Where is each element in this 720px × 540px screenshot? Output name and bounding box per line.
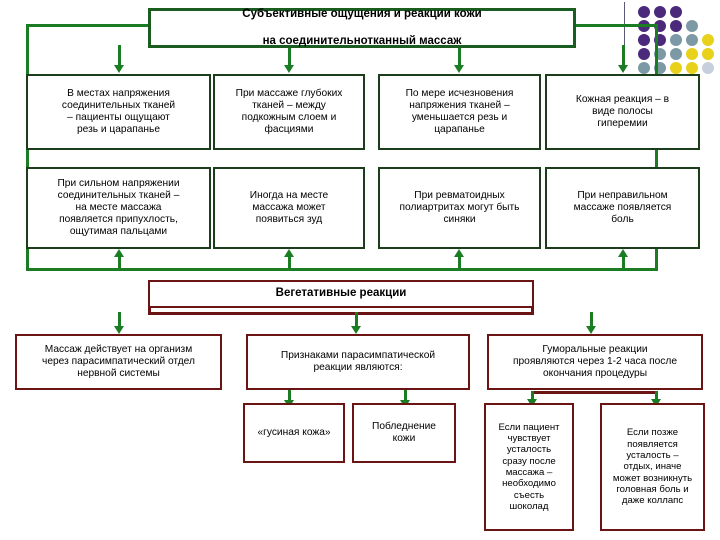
row3-box-2: Признаками парасимпатической реакции явл… <box>246 334 470 390</box>
title-line-2: на соединительнотканный массаж <box>262 34 462 47</box>
arrow-up-row2-4 <box>618 249 628 257</box>
connector-title-left <box>26 24 150 27</box>
arrow-down-row1-2 <box>284 65 294 73</box>
decoration-dot <box>686 48 698 60</box>
arrow-down-row1-1 <box>114 65 124 73</box>
connector-row3-down-2 <box>355 312 358 328</box>
decoration-dot <box>686 62 698 74</box>
row4-box-pallor: Побледнение кожи <box>352 403 456 463</box>
title-line-1: Субъективные ощущения и реакции кожи <box>242 7 482 20</box>
decoration-dot <box>638 6 650 18</box>
connector-row3-down-1 <box>118 312 121 328</box>
decoration-dot <box>670 6 682 18</box>
connector-right-pair-bus <box>531 391 658 394</box>
connector-down-4 <box>622 45 625 67</box>
decoration-dot <box>638 34 650 46</box>
decoration-dot <box>702 62 714 74</box>
connector-header-right-drop <box>531 305 534 314</box>
connector-up-4 <box>622 256 625 270</box>
connector-down-2 <box>288 45 291 67</box>
row1-box-2: При массаже глубоких тканей – между подк… <box>213 74 365 150</box>
decoration-dot <box>654 6 666 18</box>
decoration-dot <box>670 48 682 60</box>
decoration-dot <box>702 48 714 60</box>
row1-box-4: Кожная реакция – в виде полосы гиперемии <box>545 74 700 150</box>
connector-row3-down-3 <box>590 312 593 328</box>
connector-bottom-bus <box>26 268 658 271</box>
arrow-down-row3-1 <box>114 326 124 334</box>
row4-box-goose-skin: «гусиная кожа» <box>243 403 345 463</box>
arrow-down-row3-2 <box>351 326 361 334</box>
decoration-dot <box>638 62 650 74</box>
decoration-dot <box>686 34 698 46</box>
row2-box-2: Иногда на месте массажа может появиться … <box>213 167 365 249</box>
decoration-dot <box>638 48 650 60</box>
arrow-down-row1-4 <box>618 65 628 73</box>
row1-box-1: В местах напряжения соединительных ткане… <box>26 74 211 150</box>
connector-down-1 <box>118 45 121 67</box>
connector-title-right <box>575 24 658 27</box>
dot-grid-decoration <box>624 0 720 80</box>
connector-header-bus <box>148 312 534 315</box>
connector-up-1 <box>118 256 121 270</box>
connector-down-3 <box>458 45 461 67</box>
diagram-title: Субъективные ощущения и реакции кожи на … <box>148 8 576 48</box>
connector-header-left-drop <box>148 305 151 314</box>
connector-row4-down-1 <box>288 390 291 402</box>
arrow-up-row2-2 <box>284 249 294 257</box>
connector-row4-down-4 <box>655 391 658 402</box>
connector-row4-down-2 <box>404 390 407 402</box>
row3-box-3: Гуморальные реакции проявляются через 1-… <box>487 334 703 390</box>
vertical-rule <box>624 2 625 68</box>
row4-box-fatigue-later: Если позже появляется усталость – отдых,… <box>600 403 705 531</box>
decoration-dot <box>686 20 698 32</box>
arrow-down-row3-3 <box>586 326 596 334</box>
row2-box-1: При сильном напряжении соединительных тк… <box>26 167 211 249</box>
section-header-vegetative: Вегетативные реакции <box>148 280 534 308</box>
decoration-dot <box>702 34 714 46</box>
connector-up-2 <box>288 256 291 270</box>
arrow-up-row2-3 <box>454 249 464 257</box>
row3-box-1: Массаж действует на организм через парас… <box>15 334 222 390</box>
decoration-dot <box>670 20 682 32</box>
decoration-dot <box>670 62 682 74</box>
row2-box-4: При неправильном массаже появляется боль <box>545 167 700 249</box>
connector-row4-down-3 <box>531 391 534 402</box>
arrow-down-row1-3 <box>454 65 464 73</box>
row2-box-3: При ревматоидных полиартритах могут быть… <box>378 167 541 249</box>
decoration-dot <box>670 34 682 46</box>
row4-box-fatigue-immediate: Если пациент чувствует усталость сразу п… <box>484 403 574 531</box>
row1-box-3: По мере исчезновения напряжения тканей –… <box>378 74 541 150</box>
connector-up-3 <box>458 256 461 270</box>
arrow-up-row2-1 <box>114 249 124 257</box>
